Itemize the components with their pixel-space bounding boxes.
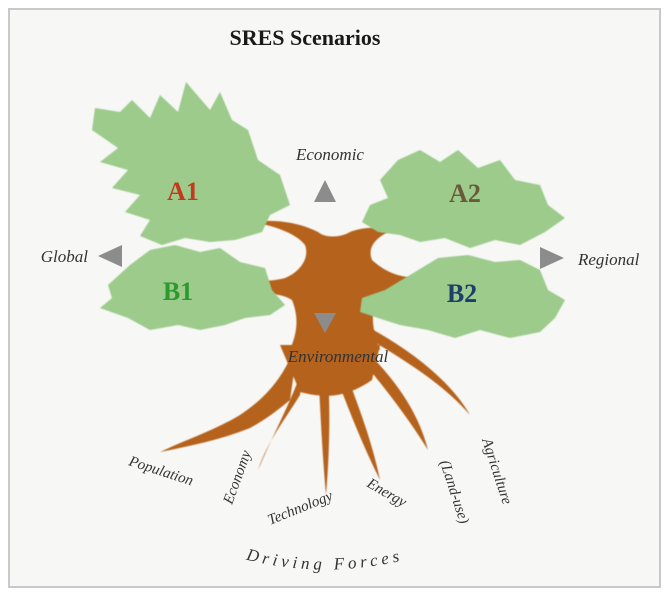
driving-forces-caption: Driving Forces xyxy=(244,545,405,574)
foliage-a2 xyxy=(362,150,565,248)
arrow-down-icon xyxy=(314,313,336,333)
force-energy-label: Energy xyxy=(363,475,409,511)
force-economy-label: Economy xyxy=(220,448,255,507)
axis-environmental-label: Environmental xyxy=(287,347,389,366)
force-technology-label: Technology xyxy=(266,488,336,529)
tree-roots xyxy=(160,328,470,495)
foliage-b2 xyxy=(360,255,565,338)
force-agriculture-label: Agriculture xyxy=(478,435,515,506)
axis-economic-label: Economic xyxy=(295,145,364,164)
arrow-right-icon xyxy=(540,247,564,269)
foliage-b1 xyxy=(100,245,285,330)
force-land-use-label: (Land-use) xyxy=(436,458,472,526)
tree-foliage xyxy=(92,82,565,338)
driving-forces-text: Driving Forces xyxy=(244,545,401,574)
diagram-title: SRES Scenarios xyxy=(230,25,381,50)
arrow-left-icon xyxy=(98,245,122,267)
tree-trunk xyxy=(232,220,420,350)
foliage-a1 xyxy=(92,82,290,245)
arrow-up-icon xyxy=(314,180,336,202)
scenario-a2-label: A2 xyxy=(449,179,481,208)
scenario-a1-label: A1 xyxy=(167,177,199,206)
axis-regional-label: Regional xyxy=(577,250,640,269)
scenario-b1-label: B1 xyxy=(163,277,193,306)
force-population-label: Population xyxy=(126,453,195,489)
scenario-b2-label: B2 xyxy=(447,279,477,308)
axis-global-label: Global xyxy=(41,247,89,266)
